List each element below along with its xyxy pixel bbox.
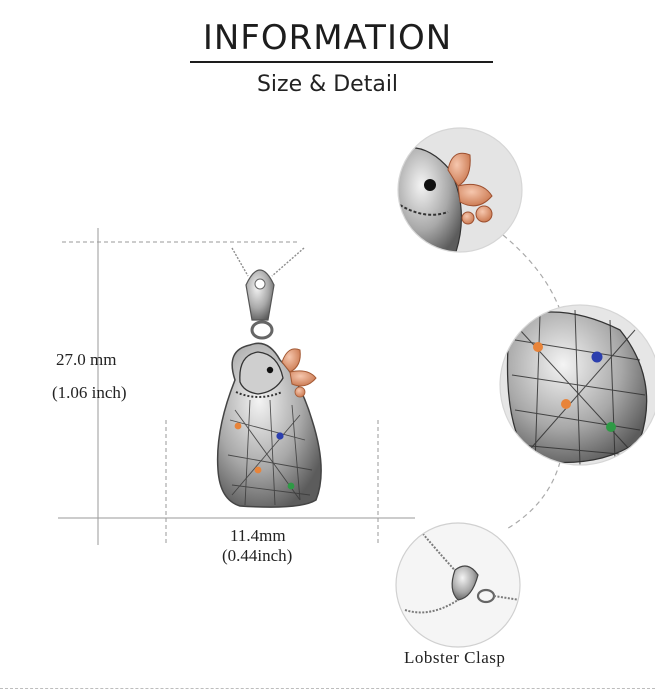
height-mm-label: 27.0 mm [56, 350, 117, 369]
zoom-head-circle [397, 127, 523, 253]
width-mm-label: 11.4mm [230, 526, 286, 545]
title-underline [190, 61, 493, 63]
width-inch-label: (0.44inch) [222, 546, 293, 565]
bottom-divider [0, 688, 655, 689]
page-title: INFORMATION [202, 18, 453, 58]
clasp-label: Lobster Clasp [404, 648, 506, 667]
zoom-body-circle [499, 304, 655, 466]
zoom-clasp-circle [395, 522, 521, 648]
dimension-lines [58, 228, 415, 545]
pendant-image [216, 269, 322, 508]
page-subtitle: Size & Detail [256, 72, 399, 97]
height-inch-label: (1.06 inch) [52, 383, 127, 402]
pendant-chain [231, 247, 305, 277]
zoom-connectors [502, 234, 561, 531]
butterfly-ornament [281, 348, 317, 398]
